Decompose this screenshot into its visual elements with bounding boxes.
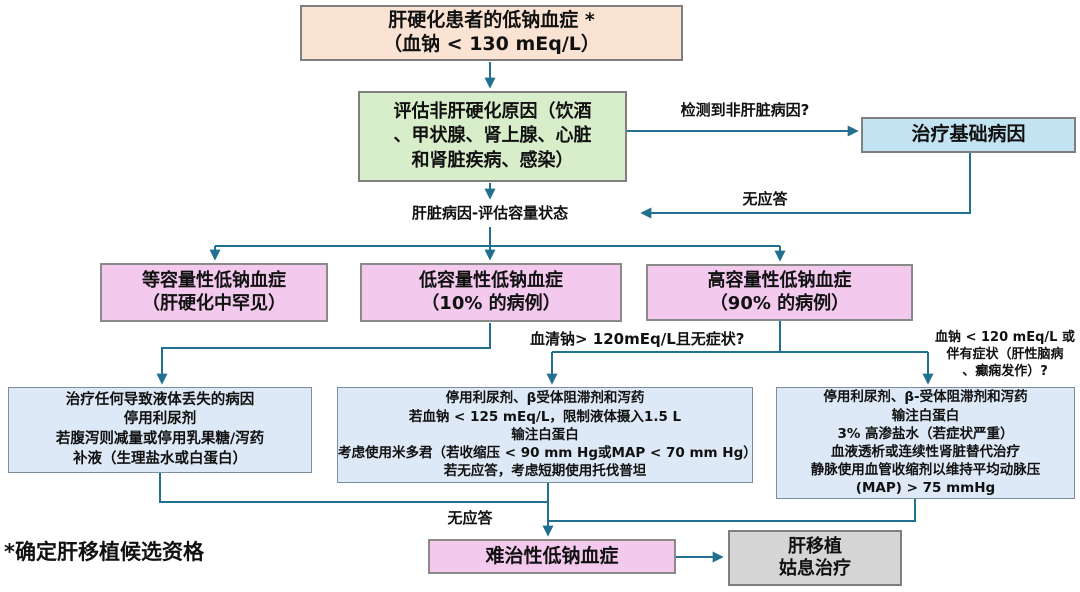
label-symptomatic-question: 血钠 < 120 mEq/L 或 伴有症状（肝性脑病 、癫痫发作）? [930, 330, 1080, 381]
label-no-response-top: 无应答 [742, 190, 788, 208]
connector-hypovolemic-to-treatment [156, 323, 491, 385]
connector-left-treatment-merge [159, 473, 548, 503]
node-line: 和肾脏疾病、感染） [411, 149, 574, 171]
node-hypervolemic-moderate-treatment: 停用利尿剂、β受体阻滞剂和泻药 若血钠 < 125 mEq/L，限制液体摄入1.… [337, 387, 757, 483]
connector-treat-underlying-no-response [640, 153, 971, 219]
node-line: 补液（生理盐水或白蛋白） [73, 450, 247, 467]
node-line: 肝移植 [788, 535, 842, 557]
node-line: 、甲状腺、肾上腺、心脏 [393, 125, 592, 147]
node-line: （肝硬化中罕见） [142, 292, 286, 314]
node-line: 姑息治疗 [779, 558, 851, 579]
label-asymptomatic-question: 血清钠> 120mEq/L且无症状? [530, 330, 745, 348]
node-line: 输注白蛋白 [511, 426, 579, 443]
node-line: 血液透析或连续性肾脏替代治疗 [831, 444, 1020, 460]
node-line: 低容量性低钠血症 [419, 270, 563, 291]
label-line: 血钠 < 120 mEq/L 或 [935, 330, 1075, 345]
node-evaluate-noncirrhotic-causes: 评估非肝硬化原因（饮酒 、甲状腺、肾上腺、心脏 和肾脏疾病、感染） [358, 91, 627, 182]
node-line: 停用利尿剂 [123, 411, 197, 428]
node-line: 若无应答，考虑短期使用托伐普坦 [443, 463, 647, 480]
node-line: （10% 的病例） [421, 292, 561, 314]
node-line: 治疗基础病因 [911, 123, 1026, 146]
node-cirrhosis-hyponatremia: 肝硬化患者的低钠血症 * （血钠 < 130 mEq/L） [300, 5, 683, 61]
node-line: （90% 的病例） [709, 292, 850, 314]
node-hypervolemic-hyponatremia: 高容量性低钠血症 （90% 的病例） [646, 264, 913, 321]
label-no-response-bottom: 无应答 [447, 509, 493, 527]
node-line: 肝硬化患者的低钠血症 * [388, 9, 595, 32]
node-line: 考虑使用米多君（若收缩压 < 90 mm Hg或MAP < 70 mm Hg） [338, 445, 757, 462]
footnote-transplant-candidacy: *确定肝移植候选资格 [4, 540, 204, 564]
node-line: 难治性低钠血症 [485, 544, 619, 567]
label-line: 、癫痫发作）? [962, 363, 1048, 379]
node-hypovolemic-treatment: 治疗任何导致液体丢失的病因 停用利尿剂 若腹泻则减量或停用乳果糖/泻药 补液（生… [8, 387, 312, 473]
label-hepatic-cause-volume-status: 肝脏病因-评估容量状态 [411, 204, 569, 222]
node-liver-transplant-palliative: 肝移植 姑息治疗 [728, 530, 902, 586]
node-line: 3% 高渗盐水（若症状严重） [837, 425, 1014, 442]
node-line: （血钠 < 130 mEq/L） [383, 33, 600, 55]
node-line: 高容量性低钠血症 [707, 270, 852, 291]
label-line: 伴有症状（肝性脑病 [946, 346, 1064, 362]
node-line: 若腹泻则减量或停用乳果糖/泻药 [55, 431, 265, 447]
node-line: 若血钠 < 125 mEq/L，限制液体摄入1.5 L [408, 408, 682, 425]
node-line: 停用利尿剂、β受体阻滞剂和泻药 [445, 390, 645, 407]
node-line: 停用利尿剂、β-受体阻滞剂和泻药 [823, 389, 1028, 406]
node-line: 评估非肝硬化原因（饮酒 [393, 101, 592, 123]
node-line: 等容量性低钠血症 [142, 270, 286, 291]
node-line: 静脉使用血管收缩剂以维持平均动脉压 [810, 462, 1041, 479]
node-refractory-hyponatremia: 难治性低钠血症 [428, 539, 676, 574]
label-nonhepatic-detected: 检测到非肝脏病因? [680, 101, 810, 119]
node-line: 输注白蛋白 [891, 407, 960, 424]
node-hypovolemic-hyponatremia: 低容量性低钠血症 （10% 的病例） [360, 263, 622, 322]
node-line: 治疗任何导致液体丢失的病因 [65, 391, 255, 408]
node-isovolemic-hyponatremia: 等容量性低钠血症 （肝硬化中罕见） [100, 263, 328, 322]
connector-severe-treatment-merge [549, 499, 916, 522]
node-treat-underlying-disease: 治疗基础病因 [861, 117, 1076, 153]
node-line: (MAP) > 75 mmHg [855, 480, 996, 497]
node-hypervolemic-severe-treatment: 停用利尿剂、β-受体阻滞剂和泻药 输注白蛋白 3% 高渗盐水（若症状严重） 血液… [776, 387, 1075, 499]
